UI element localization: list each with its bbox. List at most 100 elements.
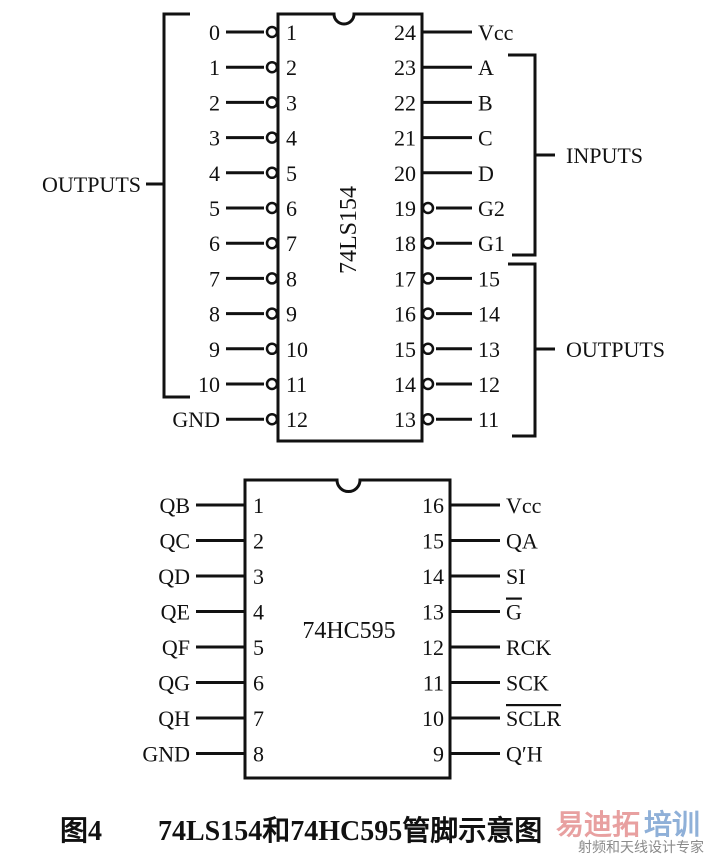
pin-label: Q′H: [506, 742, 543, 767]
pin-number: 6: [253, 671, 264, 696]
chip-74ls154-body: [276, 12, 424, 443]
inversion-bubble-icon: [265, 96, 279, 109]
pin-13: 13 11: [394, 407, 499, 432]
inputs-bracket: [508, 53, 555, 257]
pin-number: 23: [394, 55, 416, 80]
pin-number: 10: [286, 337, 308, 362]
inversion-bubble-icon: [421, 377, 435, 391]
pin-label: 11: [478, 407, 499, 432]
pin-label: 10: [198, 372, 220, 397]
pin-label: GND: [172, 407, 220, 432]
inversion-bubble-icon: [265, 60, 279, 74]
watermark: 易迪拓 培训 射频和天线设计专家: [556, 808, 704, 856]
caption-figure-number: 图4: [60, 816, 102, 847]
pin-number: 11: [423, 671, 444, 696]
pin-label: 12: [478, 372, 500, 397]
pin-number: 7: [286, 231, 297, 256]
pin-label: 8: [209, 302, 220, 327]
inversion-bubble-icon: [265, 412, 279, 426]
right-outputs-bracket: [508, 262, 555, 438]
pin-number: 9: [433, 742, 444, 767]
inversion-bubble-icon: [421, 236, 435, 250]
pin-label: GND: [142, 742, 190, 767]
pin-label: QG: [158, 671, 190, 696]
pin-number: 20: [394, 161, 416, 186]
inversion-bubble-icon: [421, 272, 435, 285]
pin-label: G: [506, 600, 522, 625]
pin-label: RCK: [506, 635, 551, 660]
pin-8: GND 8: [142, 742, 264, 767]
inversion-bubble-icon: [265, 236, 279, 250]
pin-9: 9 Q′H: [433, 742, 543, 767]
pin-label: 9: [209, 337, 220, 362]
pin-number: 15: [394, 337, 416, 362]
pin-number: 14: [422, 564, 444, 589]
watermark-brand-a: 易迪拓: [556, 808, 640, 841]
pin-number: 13: [394, 407, 416, 432]
pin-number: 22: [394, 90, 416, 115]
watermark-brand-b: 培训: [644, 808, 700, 841]
inversion-bubble-icon: [421, 342, 435, 356]
inputs-label: INPUTS: [566, 143, 643, 168]
watermark-slogan: 射频和天线设计专家: [578, 839, 704, 856]
pin-number: 8: [286, 266, 297, 291]
pin-6: QG 6: [158, 671, 264, 696]
pin-label: 15: [478, 266, 500, 291]
pin-label: QA: [506, 529, 538, 554]
inversion-bubble-icon: [421, 307, 435, 320]
inversion-bubble-icon: [265, 131, 279, 144]
pin-number: 13: [422, 600, 444, 625]
inversion-bubble-icon: [265, 307, 279, 320]
inversion-bubble-icon: [265, 201, 279, 215]
pin-13: 13 G: [422, 600, 522, 625]
pin-1: QB 1: [159, 493, 264, 518]
pin-12: GND 12: [172, 407, 308, 432]
pin-label: QD: [158, 564, 190, 589]
pin-number: 1: [253, 493, 264, 518]
pin-label: C: [478, 126, 493, 151]
pin-number: 2: [253, 529, 264, 554]
pin-number: 3: [253, 564, 264, 589]
pin-label: 14: [478, 302, 500, 327]
inversion-bubble-icon: [265, 272, 279, 285]
pin-label: 2: [209, 90, 220, 115]
pin-number: 3: [286, 90, 297, 115]
pin-number: 24: [394, 20, 416, 45]
pin-label: QB: [159, 493, 190, 518]
pin-number: 8: [253, 742, 264, 767]
pin-label: G1: [478, 231, 505, 256]
pin-label: 0: [209, 20, 220, 45]
inversion-bubble-icon: [421, 412, 435, 426]
pin-label: 13: [478, 337, 500, 362]
pin-number: 5: [286, 161, 297, 186]
pin-number: 10: [422, 706, 444, 731]
pin-number: 7: [253, 706, 264, 731]
pin-3: QD 3: [158, 564, 264, 589]
pin-number: 12: [422, 635, 444, 660]
inversion-bubble-icon: [421, 201, 435, 215]
caption-text: 74LS154和74HC595管脚示意图: [158, 814, 542, 847]
inversion-bubble-icon: [265, 377, 279, 391]
pin-label: QF: [162, 635, 190, 660]
pin-number: 12: [286, 407, 308, 432]
pin-label: QH: [158, 706, 190, 731]
pin-number: 21: [394, 126, 416, 151]
pin-label: B: [478, 90, 493, 115]
